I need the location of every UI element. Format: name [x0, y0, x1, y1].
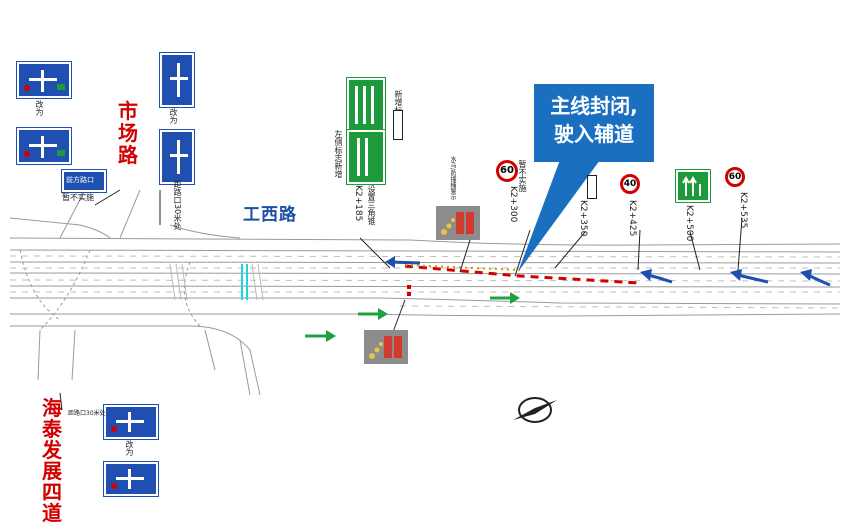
- change-text-3: 改为: [125, 440, 134, 456]
- guide-sign-3: [159, 52, 195, 108]
- green-sign-top: [346, 77, 386, 133]
- guide-sign-1: [16, 61, 72, 99]
- guide-sign-5: [103, 404, 159, 440]
- exit-sign: 前方路口: [61, 169, 107, 193]
- lane-arrow-icon: [682, 176, 701, 196]
- guide-sign-4: [159, 129, 195, 185]
- change-text-1: 改为: [35, 100, 44, 116]
- closure-callout: 主线封闭, 驶入辅道: [534, 84, 654, 162]
- distance-note: 距路口30米处: [173, 180, 182, 231]
- small-sign-1: [393, 110, 403, 140]
- green-sign-bottom: [346, 129, 386, 185]
- speed-limit-60-a: 60: [496, 160, 518, 182]
- lane-sign: [675, 169, 711, 203]
- gongxi-road-label: 工西路: [243, 205, 297, 225]
- speed-limit-60-b: 60: [725, 167, 745, 187]
- closure-line: [404, 264, 641, 298]
- distance-note-2: 距路口30米处: [68, 410, 106, 417]
- not-implemented-2: 暂不实施: [518, 160, 527, 192]
- warning-note: 水马/防撞桶警示: [449, 156, 456, 201]
- stake-k2-535: K2+535: [738, 192, 748, 229]
- speed-limit-40: 40: [620, 174, 640, 194]
- market-road-label: 市场路: [118, 99, 138, 167]
- stake-k2-350: K2+350: [578, 200, 588, 237]
- warning-barrier-top: [436, 206, 480, 240]
- stake-k2-500: K2+500: [684, 205, 694, 242]
- small-sign-2: [587, 175, 597, 199]
- warning-barrier-bottom: [364, 330, 408, 364]
- guide-sign-6: [103, 461, 159, 497]
- callout-line1: 主线封闭,: [550, 94, 638, 118]
- left-sign-note: 左侧标志新增: [334, 130, 343, 178]
- stake-k2-185: K2+185: [353, 185, 363, 222]
- stake-k2-300: K2+300: [508, 186, 518, 223]
- haitai-road-label: 海 泰 发 展 四 道: [42, 396, 62, 525]
- new-sign-label: 新增标志: [394, 90, 403, 122]
- north-arrow-icon: [513, 397, 557, 423]
- change-text-2: 改为: [169, 108, 178, 124]
- not-implemented-label: 暂不实施: [62, 193, 94, 202]
- stake-k2-425: K2+425: [627, 200, 637, 237]
- guide-sign-2: [16, 127, 72, 165]
- k2185-note: 设置三角锥: [367, 185, 376, 225]
- callout-line2: 驶入辅道: [554, 122, 634, 146]
